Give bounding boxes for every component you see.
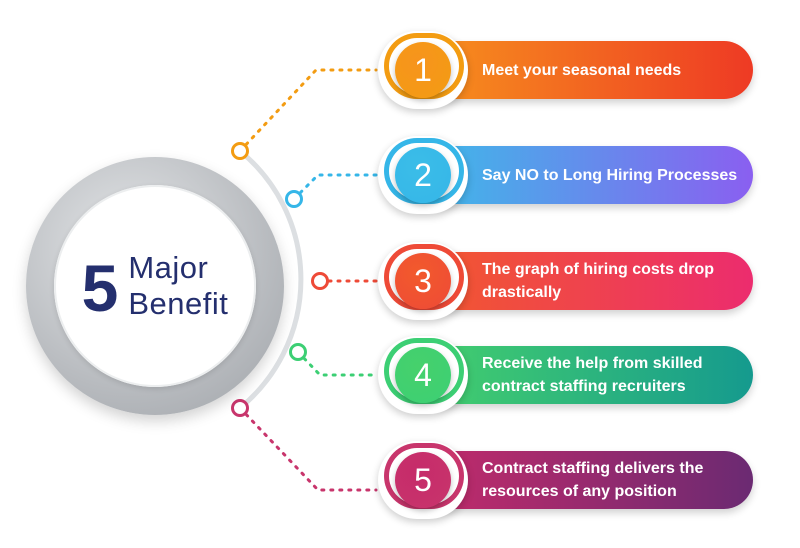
- title-line-2: Benefit: [128, 286, 229, 321]
- benefit-text: Contract staffing delivers the resources…: [482, 460, 704, 500]
- benefit-bar: [412, 451, 753, 509]
- benefit-item-5: 5 Contract staffing delivers the resourc…: [378, 441, 753, 519]
- title-number: 5: [81, 251, 119, 325]
- number-badge: 2: [395, 147, 451, 203]
- benefit-text: Meet your seasonal needs: [482, 61, 682, 79]
- benefit-item-2: 2 Say NO to Long Hiring Processes: [378, 136, 753, 214]
- node-marker-4: [289, 343, 307, 361]
- benefit-bar: [412, 146, 753, 204]
- node-marker-1: [231, 142, 249, 160]
- benefit-item-4: 4 Receive the help from skilled contract…: [378, 336, 753, 414]
- number-badge: 4: [395, 347, 451, 403]
- number-badge: 3: [395, 253, 451, 309]
- center-circle: 5 Major Benefit: [54, 185, 256, 387]
- number-badge: 5: [395, 452, 451, 508]
- node-marker-2: [285, 190, 303, 208]
- benefit-text: Say NO to Long Hiring Processes: [482, 166, 738, 184]
- node-marker-3: [311, 272, 329, 290]
- connector-5: [238, 406, 378, 492]
- benefit-text: The graph of hiring costs drop drastical…: [482, 261, 714, 301]
- outer-arc: [238, 149, 304, 410]
- title-line-1: Major: [128, 250, 209, 285]
- connector-2: [292, 173, 378, 201]
- connector-1: [238, 68, 378, 153]
- benefit-text: Receive the help from skilled contract s…: [482, 355, 703, 395]
- node-marker-5: [231, 399, 249, 417]
- connector-4: [296, 350, 378, 377]
- number-badge: 1: [395, 42, 451, 98]
- benefit-bar: [412, 41, 753, 99]
- benefit-item-3: 3 The graph of hiring costs drop drastic…: [378, 242, 753, 320]
- benefit-bar: [412, 252, 753, 310]
- benefit-bar: [412, 346, 753, 404]
- benefit-item-1: 1 Meet your seasonal needs: [378, 31, 753, 109]
- title-words: Major Benefit: [128, 250, 228, 322]
